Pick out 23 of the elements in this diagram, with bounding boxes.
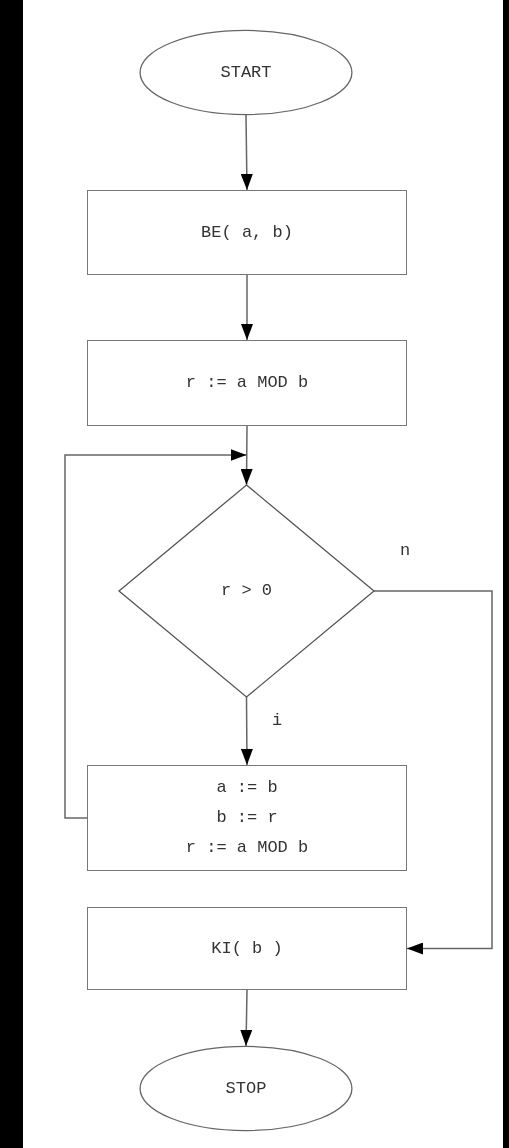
statement-text: BE( a, b) xyxy=(201,221,293,244)
process-box xyxy=(87,907,407,990)
flow-arrow xyxy=(240,989,253,1047)
statement-text: b := r xyxy=(216,807,278,829)
statement-text: r > 0 xyxy=(221,580,272,602)
flow-arrow xyxy=(64,449,248,819)
statement-text: STOP xyxy=(225,1077,267,1100)
flow-arrow xyxy=(240,425,253,486)
process-box xyxy=(87,190,407,275)
statement-text: r := a MOD b xyxy=(185,372,309,394)
process-box xyxy=(87,765,407,871)
statement-text: r := a MOD b xyxy=(185,837,309,859)
statement-text: a := b xyxy=(216,777,278,799)
flow-arrow xyxy=(373,590,493,955)
flow-arrow xyxy=(240,114,253,191)
flow-arrow xyxy=(241,274,253,341)
decision-diamond xyxy=(119,485,374,697)
process-box xyxy=(87,340,407,426)
statement-text: START xyxy=(220,61,272,84)
terminal-ellipse xyxy=(139,30,353,115)
flow-arrow xyxy=(240,696,253,766)
statement-text: KI( b ) xyxy=(211,937,283,960)
terminal-ellipse xyxy=(139,1046,353,1131)
